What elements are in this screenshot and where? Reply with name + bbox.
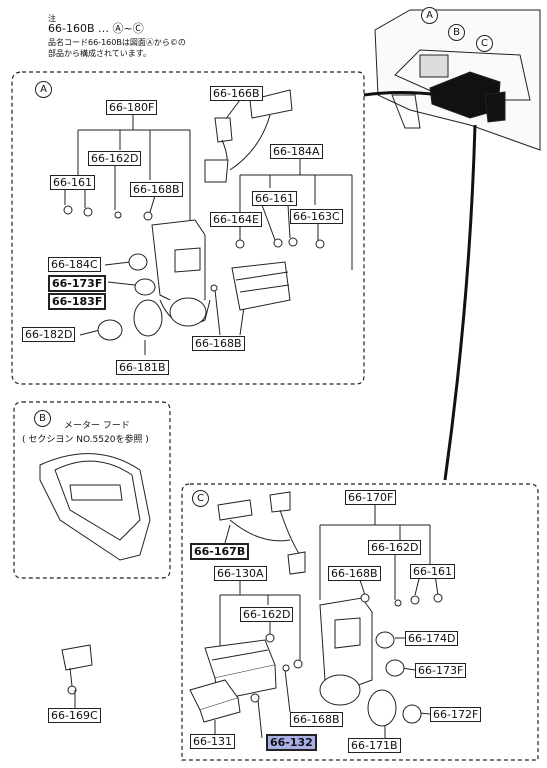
part-label-66-168b-c-top[interactable]: 66-168B: [328, 566, 381, 581]
section-c-parts: [189, 491, 443, 727]
meter-hood-title: メーター フード: [64, 421, 130, 431]
part-label-66-161-left[interactable]: 66-161: [50, 175, 95, 190]
part-label-66-131[interactable]: 66-131: [190, 734, 235, 749]
part-label-66-170f[interactable]: 66-170F: [345, 490, 397, 505]
part-label-66-182d[interactable]: 66-182D: [22, 327, 76, 342]
part-label-66-161-c[interactable]: 66-161: [410, 564, 455, 579]
meter-hood-drawing: [39, 453, 151, 561]
dashboard-overview: [374, 9, 541, 151]
note-line-3: 品名コード66-160Bは図面Ⓐから©の: [48, 38, 186, 47]
section-c-marker: C: [192, 490, 209, 507]
part-label-66-162d-c[interactable]: 66-162D: [368, 540, 422, 555]
overview-marker-b: B: [448, 24, 465, 41]
part-label-66-161-mid[interactable]: 66-161: [252, 191, 297, 206]
part-label-66-168b-lower[interactable]: 66-168B: [192, 336, 245, 351]
part-label-66-167b[interactable]: 66-167B: [190, 543, 250, 560]
section-a-parts: [63, 89, 325, 341]
part-label-66-163c[interactable]: 66-163C: [290, 209, 343, 224]
section-b-frame: [13, 401, 171, 579]
part-label-66-162d-c-lower[interactable]: 66-162D: [240, 607, 294, 622]
part-label-66-180f[interactable]: 66-180F: [106, 100, 158, 115]
part-label-66-171b[interactable]: 66-171B: [348, 738, 401, 753]
part-label-66-184c[interactable]: 66-184C: [48, 257, 101, 272]
section-c-frame: [181, 483, 539, 761]
part-label-66-173f[interactable]: 66-173F: [48, 275, 107, 292]
part-label-66-130a[interactable]: 66-130A: [214, 566, 267, 581]
section-a-leaders: [64, 99, 353, 355]
section-reference: ( セクシヨン NO.5520を参照 ): [22, 435, 149, 445]
part-label-66-162d[interactable]: 66-162D: [88, 151, 142, 166]
note-line-4: 部品から構成されています。: [48, 49, 151, 58]
part-label-66-132[interactable]: 66-132: [266, 734, 317, 751]
part-label-66-173f-c[interactable]: 66-173F: [415, 663, 467, 678]
part-label-66-169c[interactable]: 66-169C: [48, 708, 101, 723]
part-label-66-174d[interactable]: 66-174D: [405, 631, 459, 646]
part-label-66-166b[interactable]: 66-166B: [210, 86, 263, 101]
part-label-66-164e[interactable]: 66-164E: [210, 212, 262, 227]
part-label-66-184a[interactable]: 66-184A: [270, 144, 323, 159]
clip-169c: [61, 644, 93, 708]
overview-marker-a: A: [421, 7, 438, 24]
section-b-marker: B: [34, 410, 51, 427]
overview-marker-c: C: [476, 35, 493, 52]
part-label-66-183f[interactable]: 66-183F: [48, 293, 107, 310]
part-label-66-168b-top[interactable]: 66-168B: [130, 182, 183, 197]
note-line-1: 注: [48, 14, 56, 23]
part-label-66-181b[interactable]: 66-181B: [116, 360, 169, 375]
section-a-marker: A: [35, 81, 52, 98]
note-line-2: 66-160B … Ⓐ~Ⓒ: [48, 22, 144, 35]
part-label-66-168b-c-lower[interactable]: 66-168B: [290, 712, 343, 727]
part-label-66-172f[interactable]: 66-172F: [430, 707, 482, 722]
